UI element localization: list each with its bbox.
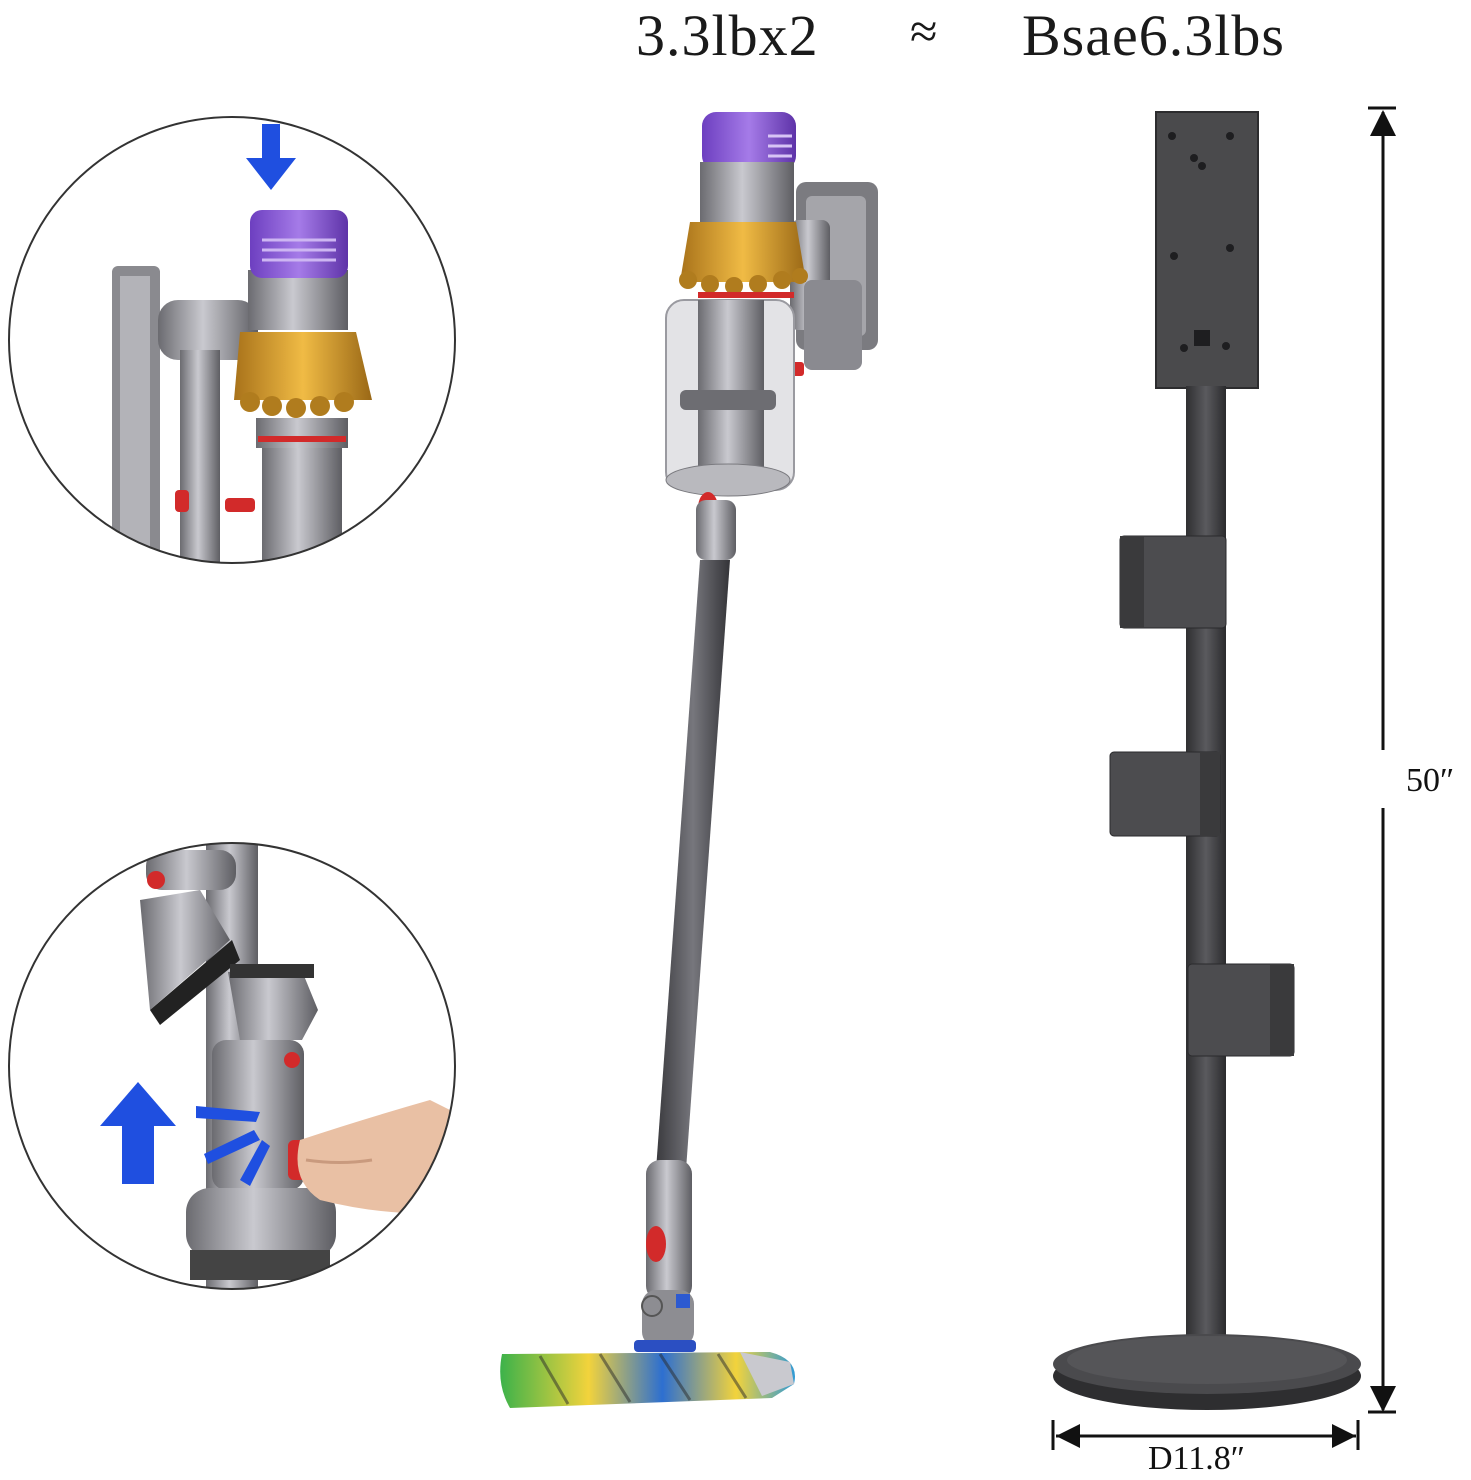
weight-headline: 3.3lbx2 ≈ Bsae6.3lbs <box>600 0 1360 70</box>
click-indicator-icon <box>196 1106 270 1186</box>
diameter-dimension-label: D11.8″ <box>1146 1440 1247 1478</box>
approx-symbol: ≈ <box>910 3 939 59</box>
floor-stand <box>1053 111 1361 1410</box>
height-dimension-label: 50″ <box>1406 762 1455 799</box>
weight-single-text: 3.3lbx2 <box>636 3 819 68</box>
weight-total-text: Bsae6.3lbs <box>1022 3 1285 68</box>
arrow-down-icon <box>246 124 296 190</box>
inset-docking-detail <box>8 116 456 564</box>
arrow-up-icon <box>100 1082 176 1184</box>
dimension-arrow-icon <box>1051 106 1396 1450</box>
inset-accessory-detail <box>8 842 456 1290</box>
cordless-vacuum <box>500 112 878 1408</box>
